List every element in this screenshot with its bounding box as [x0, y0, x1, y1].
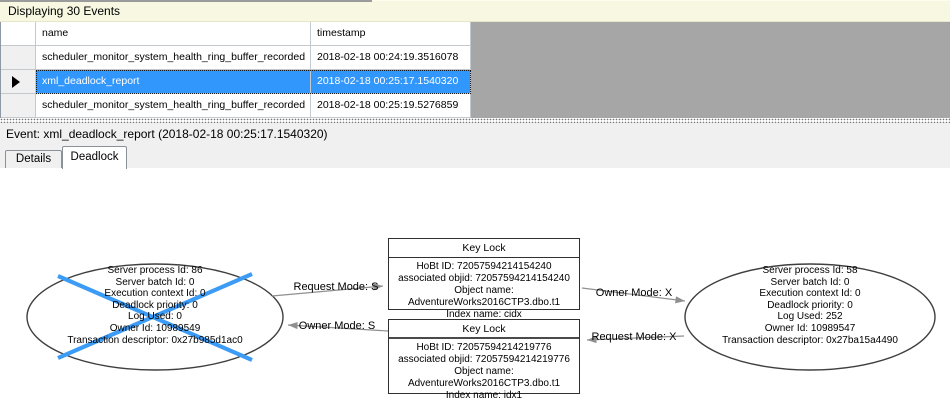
edge-request-s [271, 283, 384, 297]
splitter-handle[interactable] [0, 118, 950, 123]
victim-cross-icon [57, 272, 253, 360]
row-header-cell[interactable] [1, 70, 36, 94]
row-selector-icon [12, 76, 20, 88]
edge-owner-s [287, 321, 389, 332]
lock-details: HoBt ID: 72057594214154240 associated ob… [398, 261, 570, 320]
events-grid-zone: name timestamp scheduler_monitor_system_… [0, 22, 950, 118]
table-row[interactable]: scheduler_monitor_system_health_ring_buf… [1, 46, 471, 70]
top-edge-divider [0, 0, 372, 2]
cell-timestamp[interactable]: 2018-02-18 00:25:17.1540320 [311, 70, 471, 94]
edge-request-x [586, 335, 685, 344]
grid-corner-cell[interactable] [1, 22, 36, 46]
column-header-name[interactable]: name [36, 22, 311, 46]
cell-timestamp[interactable]: 2018-02-18 00:25:19.5276859 [311, 94, 471, 118]
key-lock-node-top[interactable]: Key Lock HoBt ID: 72057594214154240 asso… [388, 238, 580, 320]
cell-name[interactable]: xml_deadlock_report [36, 70, 311, 94]
row-header-cell[interactable] [1, 94, 36, 118]
lock-details: HoBt ID: 72057594214219776 associated ob… [398, 342, 570, 401]
deadlock-graph-panel: Server process Id: 86 Server batch Id: 0… [0, 168, 950, 401]
grid-header-row: name timestamp [1, 22, 471, 46]
edge-label-owner-s: Owner Mode: S [298, 320, 376, 332]
table-row[interactable]: scheduler_monitor_system_health_ring_buf… [1, 94, 471, 118]
event-summary-label: Event: xml_deadlock_report (2018-02-18 0… [6, 127, 328, 141]
row-header-cell[interactable] [1, 46, 36, 70]
victim-process-details: Server process Id: 86 Server batch Id: 0… [67, 265, 243, 346]
lock-title: Key Lock [389, 239, 579, 258]
tab-strip: Details Deadlock [0, 145, 950, 169]
events-grid: name timestamp scheduler_monitor_system_… [0, 22, 471, 118]
tab-deadlock[interactable]: Deadlock [62, 146, 127, 169]
events-count-bar: Displaying 30 Events [0, 0, 950, 22]
lock-title: Key Lock [389, 320, 579, 339]
tab-details[interactable]: Details [5, 150, 62, 168]
cell-name[interactable]: scheduler_monitor_system_health_ring_buf… [36, 46, 311, 70]
process-node[interactable] [684, 263, 936, 371]
cell-name[interactable]: scheduler_monitor_system_health_ring_buf… [36, 94, 311, 118]
edge-label-request-x: Request Mode: X [591, 331, 677, 343]
edge-label-owner-x: Owner Mode: X [595, 287, 673, 299]
event-summary-bar: Event: xml_deadlock_report (2018-02-18 0… [0, 123, 950, 145]
key-lock-node-bottom[interactable]: Key Lock HoBt ID: 72057594214219776 asso… [388, 319, 580, 401]
column-header-timestamp[interactable]: timestamp [311, 22, 471, 46]
deadlock-graph-canvas [26, 263, 936, 371]
edge-owner-x [581, 287, 686, 304]
edge-label-request-s: Request Mode: S [293, 281, 379, 293]
events-count-label: Displaying 30 Events [8, 4, 121, 18]
process-details: Server process Id: 58 Server batch Id: 0… [722, 265, 898, 346]
table-row-selected[interactable]: xml_deadlock_report 2018-02-18 00:25:17.… [1, 70, 471, 94]
cell-timestamp[interactable]: 2018-02-18 00:24:19.3516078 [311, 46, 471, 70]
